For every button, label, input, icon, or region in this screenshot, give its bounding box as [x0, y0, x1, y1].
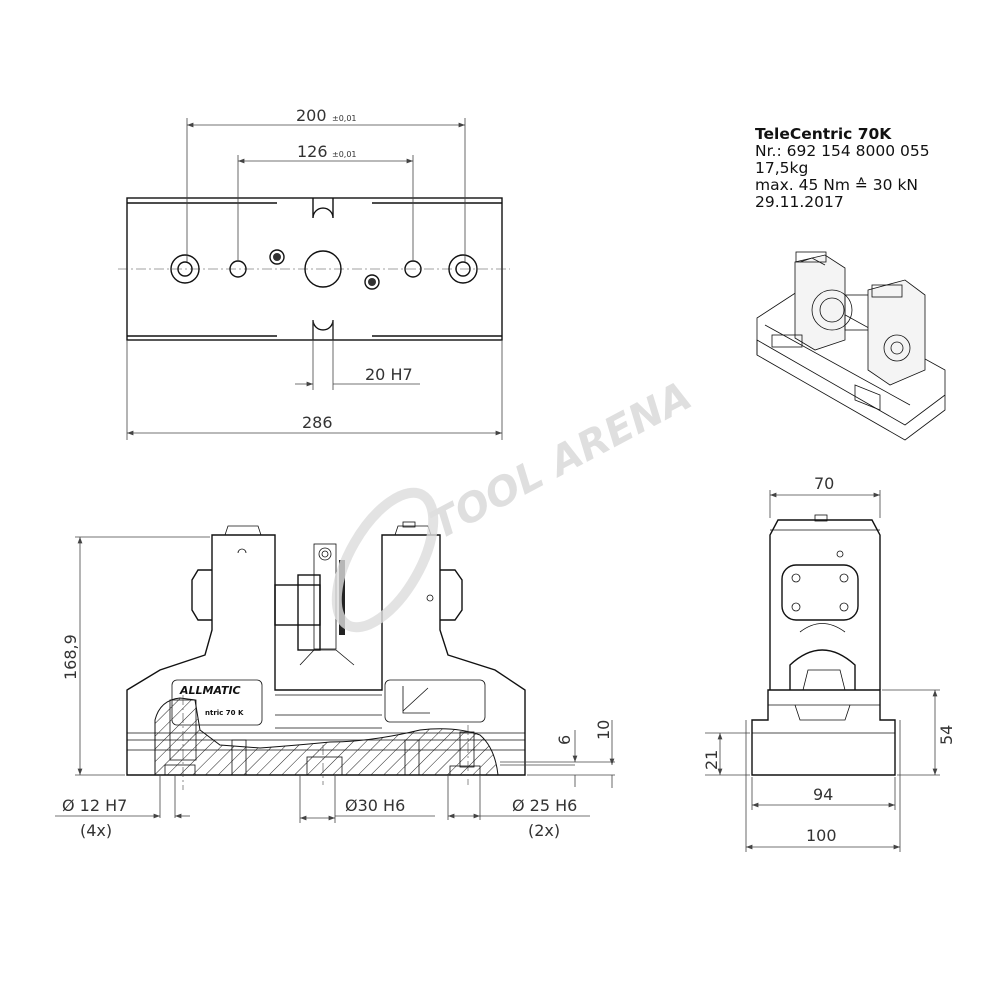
isometric-view [756, 251, 946, 441]
force-graph-label [384, 679, 486, 723]
bore-12-count: (4x) [80, 821, 112, 840]
hole-screw-left [269, 249, 285, 265]
dim-70: 70 [814, 474, 834, 493]
weight: 17,5kg [755, 159, 809, 177]
bottom-slot [312, 319, 334, 340]
side-view: 70 21 54 94 100 [702, 474, 956, 852]
dim-200-tolerance: ±0,01 [332, 114, 357, 123]
watermark: TOOL ARENA [331, 373, 699, 633]
dim-126-tolerance: ±0,01 [332, 150, 357, 159]
bore-25-h6: Ø 25 H6 [512, 796, 577, 815]
top-slot [312, 198, 334, 219]
dim-100: 100 [806, 826, 837, 845]
bore-25-count: (2x) [528, 821, 560, 840]
section-hatch [154, 697, 499, 776]
part-number: Nr.: 692 154 8000 055 [755, 142, 930, 160]
date: 29.11.2017 [755, 193, 844, 211]
dim-54: 54 [937, 725, 956, 745]
scale-ring [339, 560, 345, 635]
bore-30-h6: Ø30 H6 [345, 796, 405, 815]
product-name: TeleCentric 70K [755, 125, 892, 143]
dim-126: 126 [297, 142, 328, 161]
dim-286: 286 [302, 413, 333, 432]
hole-outer-left [170, 254, 200, 284]
title-block: TeleCentric 70K Nr.: 692 154 8000 055 17… [755, 126, 930, 211]
bore-12-h7: Ø 12 H7 [62, 796, 127, 815]
top-view: 200 ±0,01 126 ±0,01 20 H7 286 [118, 106, 510, 440]
hole-center [304, 250, 342, 288]
dim-168-9: 168,9 [61, 634, 80, 680]
dim-slot-20h7: 20 H7 [365, 365, 413, 384]
brand-label: ALLMATIC [179, 684, 241, 697]
model-label: ntric 70 K [205, 709, 244, 717]
dim-200: 200 [296, 106, 327, 125]
front-view: ALLMATIC ntric 70 K 168,9 6 10 Ø [55, 521, 615, 840]
dim-10: 10 [594, 720, 613, 740]
dim-21: 21 [702, 750, 721, 770]
watermark-text: TOOL ARENA [423, 373, 699, 549]
max-torque: max. 45 Nm ≙ 30 kN [755, 176, 919, 194]
dim-6: 6 [555, 735, 574, 745]
hole-screw-right [364, 274, 380, 290]
hole-outer-right [448, 254, 478, 284]
dim-94: 94 [813, 785, 833, 804]
